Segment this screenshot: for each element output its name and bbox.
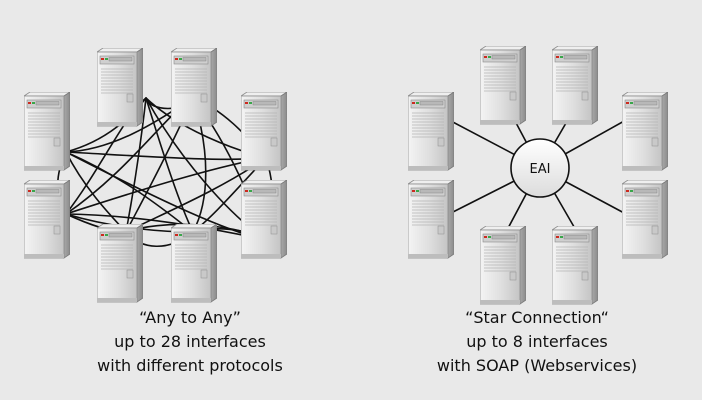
caption-title: “Any to Any” xyxy=(139,308,241,327)
caption-interface-count: up to 28 interfaces xyxy=(114,332,266,351)
server-tower-icon xyxy=(241,92,287,171)
server-tower-icon xyxy=(622,92,668,171)
caption-protocol-note: with SOAP (Webservices) xyxy=(436,356,638,375)
mesh-link xyxy=(125,97,147,233)
star-connection-diagram: EAI xyxy=(408,46,668,305)
caption-interface-count: up to 8 interfaces xyxy=(466,332,608,351)
server-tower-icon xyxy=(552,226,598,305)
eai-hub: EAI xyxy=(510,138,570,198)
server-tower-icon xyxy=(24,180,70,259)
server-tower-icon xyxy=(552,46,598,125)
server-tower-icon xyxy=(171,224,217,303)
any-to-any-caption: “Any to Any” up to 28 interfaces with di… xyxy=(40,306,340,378)
server-tower-icon xyxy=(97,224,143,303)
server-tower-icon xyxy=(480,46,526,125)
server-tower-icon xyxy=(622,180,668,259)
server-tower-icon xyxy=(408,180,454,259)
mesh-link xyxy=(65,213,267,241)
server-tower-icon xyxy=(408,92,454,171)
any-to-any-diagram xyxy=(24,48,287,303)
mesh-link xyxy=(145,97,194,233)
star-connection-caption: “Star Connection“ up to 8 interfaces wit… xyxy=(387,306,687,378)
server-tower-icon xyxy=(171,48,217,127)
server-tower-icon xyxy=(480,226,526,305)
caption-protocol-note: with different protocols xyxy=(97,356,283,375)
caption-title: “Star Connection“ xyxy=(465,308,609,327)
mesh-link xyxy=(65,151,194,233)
mesh-connections xyxy=(57,97,274,248)
server-tower-icon xyxy=(241,180,287,259)
server-tower-icon xyxy=(97,48,143,127)
eai-hub-label: EAI xyxy=(530,162,551,177)
server-tower-icon xyxy=(24,92,70,171)
